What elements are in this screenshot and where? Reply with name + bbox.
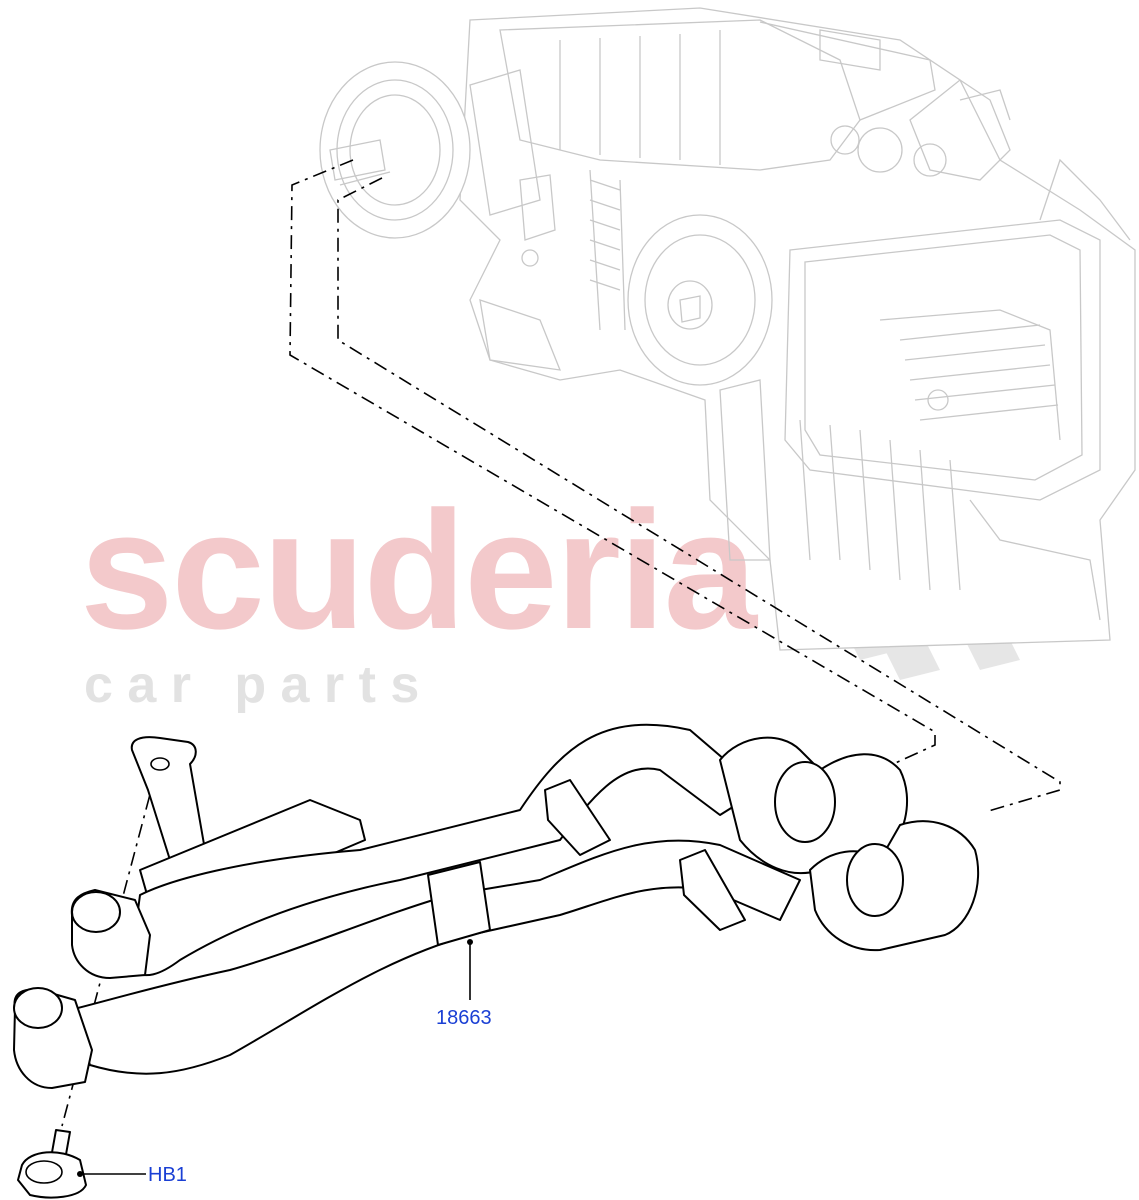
upper-hose-clamp [544,779,611,856]
heater-hose-assembly[interactable] [13,723,980,1089]
mounting-bracket [130,736,206,861]
callout-leaders [77,939,473,1177]
leader-dot-bolt [77,1171,83,1177]
upper-inlet-opening [71,891,121,933]
callout-label-bolt[interactable]: HB1 [148,1164,187,1186]
upper-connector-nose [774,761,836,843]
upper-hose [129,723,761,977]
hvac-unit-context [319,7,1136,651]
connection-line-lower-port [337,177,1061,813]
watermark-tagline: c a r p a r t s [84,656,419,714]
bolt-head [17,1151,87,1199]
center-band-clip [427,861,491,946]
callout-label-hose-assembly[interactable]: 18663 [436,1007,492,1029]
bracket-hole [150,757,170,771]
lower-hose [69,839,801,1075]
lower-inlet-opening [13,987,63,1029]
watermark-brand: scuderia [80,476,759,664]
lower-hose-clamp [679,849,746,931]
lower-connector-nose [846,843,904,917]
bolt-head-face [25,1160,63,1184]
bolt-hb1[interactable] [17,1129,87,1199]
connection-line-upper-port [289,159,936,771]
leader-dot-hose-assembly [467,939,473,945]
